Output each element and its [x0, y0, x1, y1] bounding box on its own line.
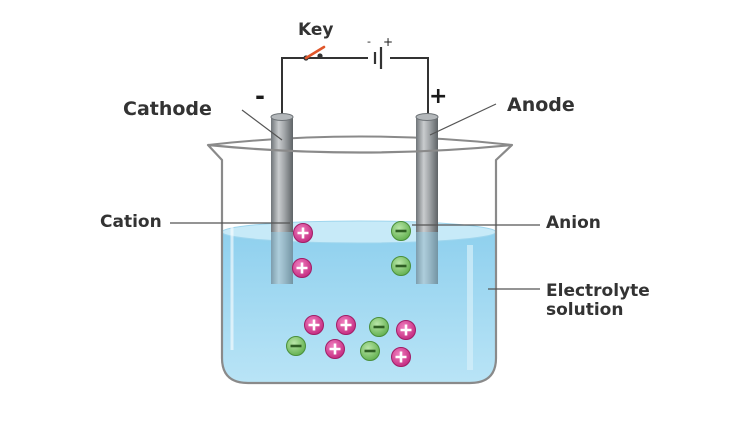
electrolyte-label-line2: solution [546, 300, 624, 320]
electrolyte-label-line1: Electrolyte [546, 281, 650, 301]
battery-plus-sign: + [383, 35, 394, 49]
cation-ion [336, 315, 356, 335]
cathode-electrode [270, 113, 294, 284]
anion-ion [391, 221, 411, 241]
beaker-back-rim [207, 135, 513, 146]
cathode-label: Cathode [123, 98, 212, 120]
anion-ion [391, 256, 411, 276]
anode-electrode [415, 113, 439, 284]
anion-ion [286, 336, 306, 356]
anion-ion [369, 317, 389, 337]
cation-ion [325, 339, 345, 359]
cation-ion [396, 320, 416, 340]
battery-cell [368, 47, 390, 69]
anion-ion [360, 341, 380, 361]
electrolyte-solution [221, 220, 497, 383]
circuit-wire [281, 57, 429, 118]
leader-lines [170, 103, 540, 290]
cation-ion [292, 258, 312, 278]
negative-terminal-sign: - [255, 82, 265, 110]
key-switch [303, 45, 326, 61]
cation-ion [391, 347, 411, 367]
anion-label: Anion [546, 213, 601, 233]
anion-ions [286, 221, 411, 361]
cation-ion [293, 223, 313, 243]
cation-label: Cation [100, 212, 162, 232]
positive-terminal-sign: + [429, 84, 448, 109]
battery-minus-sign: - [367, 35, 371, 48]
key-label: Key [298, 20, 334, 40]
beaker-glass [206, 143, 514, 385]
cation-ions [292, 223, 416, 367]
cation-ion [304, 315, 324, 335]
anode-label: Anode [507, 94, 575, 116]
